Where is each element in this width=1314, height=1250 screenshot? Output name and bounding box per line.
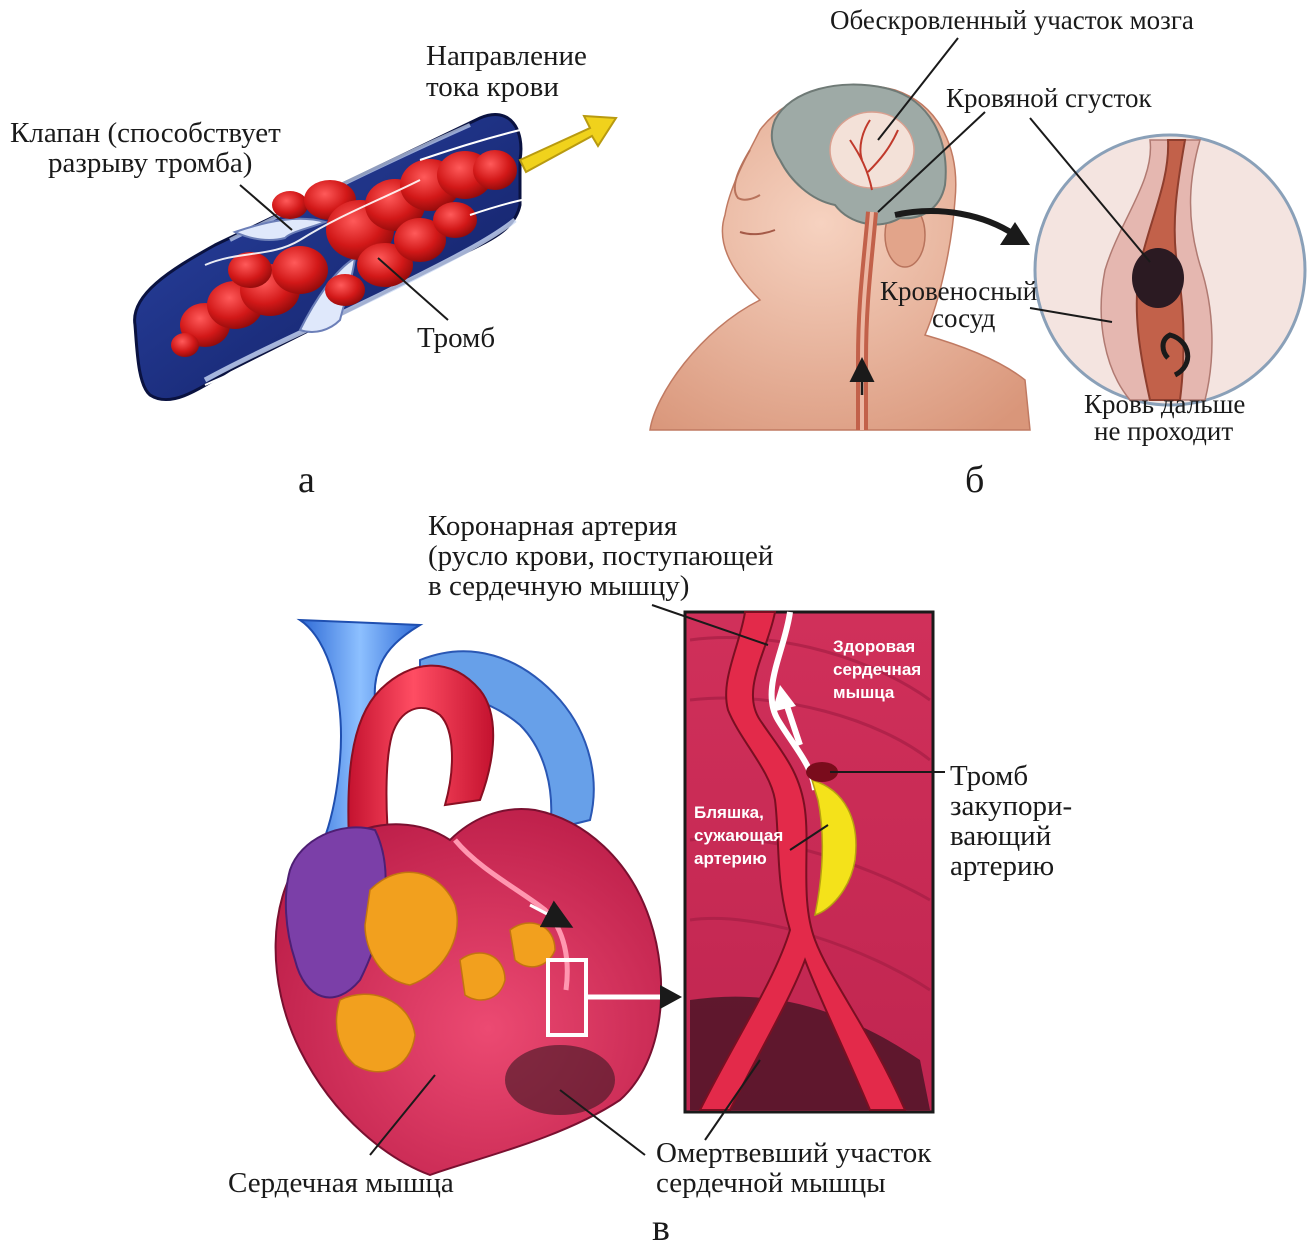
thrombus-c-label-line4: артерию [950,850,1054,882]
thrombus-c-label-line1: Тромб [950,760,1028,792]
zoom-connector-head [660,985,682,1009]
coronary-label-line3: в сердечную мышцу) [428,570,689,602]
plaque-label-line1: Бляшка, [694,803,764,822]
panel-a-letter: а [298,459,315,501]
coronary-label-line1: Коронарная артерия [428,510,677,542]
healthy-label-line3: мышца [833,683,895,702]
valve-label-line1: Клапан (способствует [10,117,281,149]
dead-area-label-line2: сердечной мышцы [656,1167,886,1199]
thrombus-c-label-line3: вающий [950,820,1051,852]
healthy-label-line1: Здоровая [833,637,915,656]
dead-area-on-heart [505,1045,615,1115]
direction-label-line2: тока крови [426,71,559,103]
panel-c: Коронарная артерия (русло крови, поступа… [228,510,1072,1249]
flow-direction-arrow [520,116,616,172]
plaque-label-line3: артерию [694,849,767,868]
direction-label-line1: Направление [426,40,587,72]
bloodless-area-label: Обескровленный участок мозга [830,5,1194,35]
dead-area-label-line1: Омертвевший участок [656,1137,932,1169]
panel-b-letter: б [965,459,984,501]
no-flow-label-line2: не проходит [1094,416,1233,446]
heart-muscle-label: Сердечная мышца [228,1167,454,1199]
vessel-label-line2: сосуд [932,303,996,333]
vessel-label-line1: Кровеносный [880,276,1037,306]
thrombus-a-label: Тромб [417,322,495,354]
panel-c-letter: в [652,1207,670,1249]
no-flow-label-line1: Кровь дальше [1084,389,1245,419]
healthy-label-line2: сердечная [833,660,921,679]
bloodless-area [830,112,914,188]
panel-a: Направление тока крови Клапан (способств… [10,40,616,501]
panel-b: Обескровленный участок мозга Кровяной сг… [650,5,1305,501]
clot-label: Кровяной сгусток [946,83,1152,113]
inset-clot [1132,248,1184,308]
coronary-label-line2: (русло крови, поступающей [428,540,773,572]
valve-label-line2: разрыву тромба) [48,147,252,179]
thrombus-c-label-line2: закупори- [950,790,1072,822]
plaque-label-line2: сужающая [694,826,783,845]
